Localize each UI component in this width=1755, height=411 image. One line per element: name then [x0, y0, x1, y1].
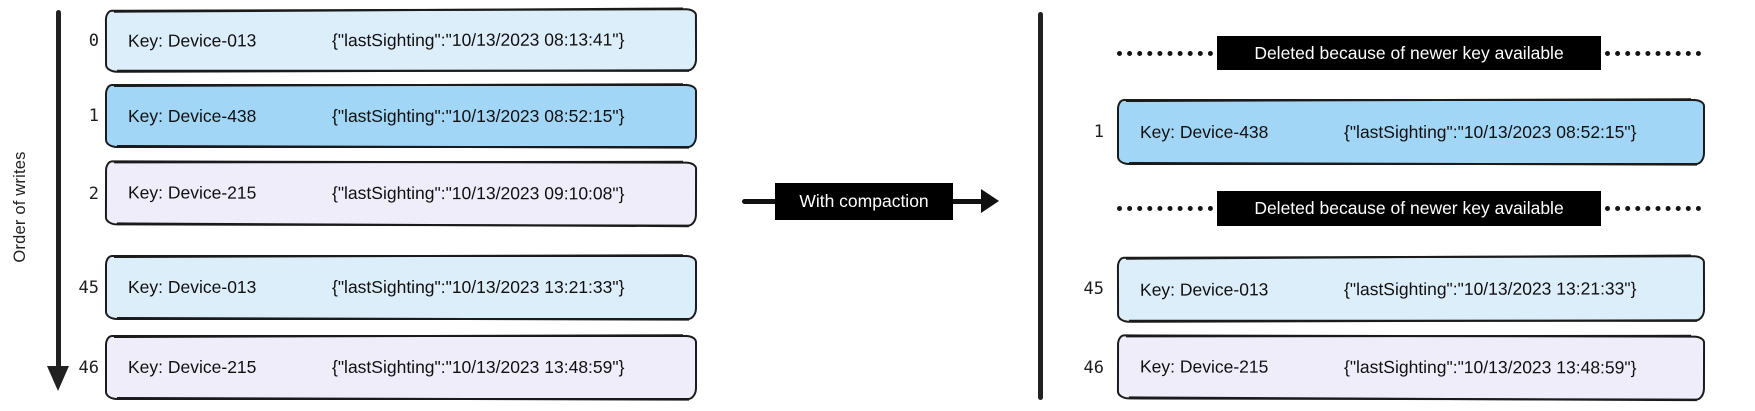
write-index: 46: [78, 357, 99, 378]
record-value: {"lastSighting":"10/13/2023 13:48:59"}: [332, 357, 625, 377]
record-key: Key: Device-013: [127, 30, 257, 51]
compacted-log-axis-line: [1038, 12, 1043, 400]
compaction-arrow-label: With compaction: [775, 183, 953, 220]
record-key: Key: Device-438: [128, 105, 257, 126]
dotted-line: [1604, 50, 1701, 56]
record-key: Key: Device-013: [128, 277, 257, 297]
dotted-line: [1117, 50, 1214, 56]
record-box: Key: Device-215 {"lastSighting":"10/13/2…: [1116, 334, 1706, 401]
record-box: Key: Device-013 {"lastSighting":"10/13/2…: [105, 255, 697, 320]
record-key: Key: Device-013: [1139, 278, 1269, 300]
log-entry: 46 Key: Device-215 {"lastSighting":"10/1…: [70, 335, 697, 400]
record-key: Key: Device-215: [1139, 356, 1269, 377]
dotted-line: [1117, 206, 1214, 211]
log-entry: 45 Key: Device-013 {"lastSighting":"10/1…: [1043, 255, 1706, 323]
record-box: Key: Device-215 {"lastSighting":"10/13/2…: [104, 160, 698, 227]
write-index: 46: [1083, 357, 1104, 378]
deleted-marker: Deleted because of newer key available: [1113, 36, 1705, 70]
record-box: Key: Device-438 {"lastSighting":"10/13/2…: [1117, 99, 1705, 165]
record-box: Key: Device-215 {"lastSighting":"10/13/2…: [105, 335, 697, 400]
order-axis-line: [56, 10, 61, 368]
arrow-right-icon: [981, 189, 999, 213]
record-box: Key: Device-013 {"lastSighting":"10/13/2…: [104, 8, 698, 73]
log-entry: 45 Key: Device-013 {"lastSighting":"10/1…: [70, 255, 697, 320]
record-key: Key: Device-215: [127, 182, 257, 203]
dotted-line: [1604, 206, 1701, 211]
write-index: 1: [88, 106, 99, 126]
record-value: {"lastSighting":"10/13/2023 09:10:08"}: [331, 182, 625, 204]
record-value: {"lastSighting":"10/13/2023 13:21:33"}: [332, 277, 625, 297]
record-value: {"lastSighting":"10/13/2023 08:52:15"}: [1344, 121, 1637, 142]
deleted-label: Deleted because of newer key available: [1217, 36, 1601, 70]
write-index: 1: [1093, 122, 1104, 142]
record-value: {"lastSighting":"10/13/2023 13:48:59"}: [1343, 356, 1637, 378]
log-entry: 1 Key: Device-438 {"lastSighting":"10/13…: [70, 84, 697, 148]
record-box: Key: Device-438 {"lastSighting":"10/13/2…: [105, 84, 697, 148]
log-entry: 1 Key: Device-438 {"lastSighting":"10/13…: [1043, 99, 1705, 165]
record-value: {"lastSighting":"10/13/2023 08:52:15"}: [332, 105, 625, 126]
record-value: {"lastSighting":"10/13/2023 08:13:41"}: [331, 29, 625, 51]
record-box: Key: Device-013 {"lastSighting":"10/13/2…: [1116, 255, 1706, 323]
deleted-label: Deleted because of newer key available: [1217, 191, 1601, 226]
arrow-down-icon: [47, 366, 69, 391]
record-key: Key: Device-215: [128, 357, 257, 377]
write-index: 2: [88, 183, 99, 204]
deleted-marker: Deleted because of newer key available: [1113, 191, 1705, 226]
write-index: 45: [78, 277, 99, 298]
write-index: 0: [88, 30, 99, 51]
log-entry: 2 Key: Device-215 {"lastSighting":"10/13…: [70, 160, 698, 227]
record-value: {"lastSighting":"10/13/2023 13:21:33"}: [1343, 277, 1637, 299]
write-index: 45: [1083, 279, 1104, 299]
record-key: Key: Device-438: [1140, 121, 1269, 142]
order-axis-label: Order of writes: [11, 151, 29, 263]
log-entry: 46 Key: Device-215 {"lastSighting":"10/1…: [1043, 334, 1706, 401]
log-entry: 0 Key: Device-013 {"lastSighting":"10/13…: [70, 8, 698, 73]
